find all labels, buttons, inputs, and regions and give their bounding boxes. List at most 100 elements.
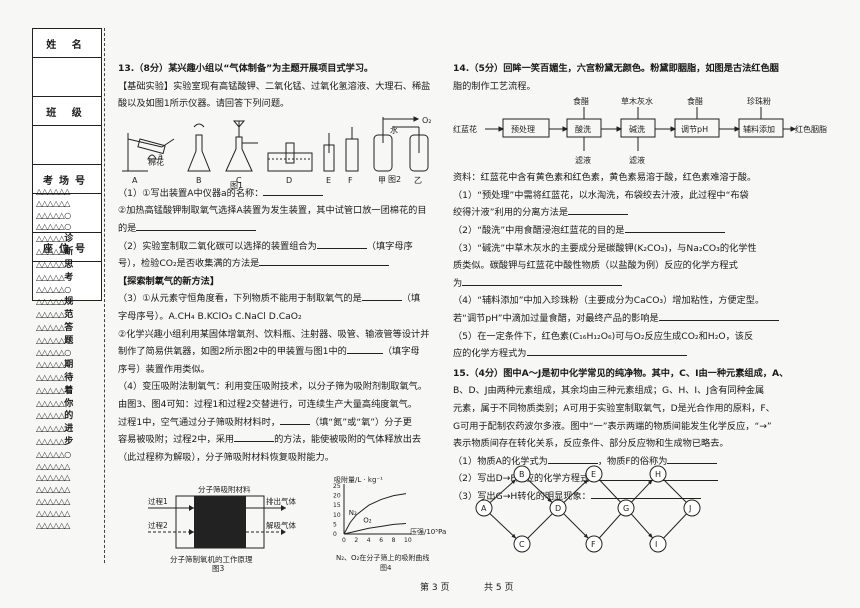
relation-node-label: F (591, 540, 596, 549)
fig3-out2: 解吸气体 (266, 520, 296, 530)
q15-1: （1）物质A的化学式为 (453, 455, 548, 467)
answer-blank[interactable] (667, 462, 718, 464)
answer-blank[interactable] (624, 231, 725, 233)
seal-char: 断 (64, 246, 73, 257)
chart-number: 图4 (380, 564, 392, 572)
seal-line: △△△△△着 (36, 385, 106, 398)
answer-blank[interactable] (280, 423, 311, 425)
seal-char: 期 (64, 360, 73, 371)
relation-node (475, 499, 493, 517)
room-field[interactable]: 考场号 (32, 164, 102, 193)
name-field[interactable]: 姓 名 (32, 28, 102, 57)
seal-triangles: △△△△△ (36, 309, 65, 319)
seal-triangles: △△△△△△ (36, 187, 70, 196)
q13-4e: 容易被吸附；过程2中，采用 (118, 434, 235, 446)
flow-output-1: 滤液 (575, 155, 591, 165)
seal-line: △△△△△期 (36, 359, 106, 372)
q15-1b: ，物质F的俗称为 (597, 455, 668, 467)
answer-blank[interactable] (361, 300, 402, 302)
answer-blank[interactable] (234, 441, 275, 443)
o2-label: O₂ (422, 116, 432, 125)
seal-line: △△△△△答 (36, 322, 106, 335)
answer-blank[interactable] (547, 462, 598, 464)
flow-input-ash: 草木灰水 (621, 96, 653, 106)
seal-triangles: △△△△△ (36, 259, 65, 269)
seal-char: 答 (64, 322, 73, 333)
q13-lead2: 酸以及如图1所示仪器。请回答下列问题。 (118, 98, 290, 110)
seal-char: 着 (64, 385, 73, 396)
seal-line: △△△△△△ (36, 461, 106, 473)
flow-input-vinegar: 食醋 (573, 96, 589, 106)
answer-blank[interactable] (526, 355, 687, 357)
seal-line: △△△△△范 (36, 309, 106, 322)
seal-line: △△△△△题 (36, 335, 106, 348)
label-D: D (286, 176, 292, 185)
q15-t3: 元素，属于不同物质类别；A可用于实验室制取氧气，D是光合作用的原料，F、 (453, 402, 775, 414)
q13-3g: 序号）装置作用类似。 (118, 363, 210, 375)
class-field[interactable]: 班 级 (32, 96, 102, 125)
relation-node-label: B (519, 470, 525, 479)
q14-1b: 绞得汁液”利用的分离方法是 (453, 207, 569, 219)
flow-step-alkali: 碱洗 (629, 124, 645, 134)
relation-node-label: H (655, 470, 661, 479)
water-label: 水 (390, 125, 398, 135)
q13-1c: 的是 (118, 222, 137, 234)
answer-blank[interactable] (316, 247, 367, 249)
seal-line: △△△△△○ (36, 221, 106, 233)
flow-input-vinegar2: 食醋 (687, 96, 703, 106)
room-label: 考场号 (43, 175, 91, 187)
blank-cell (32, 193, 102, 232)
seat-field[interactable]: 座位号 (32, 232, 102, 261)
q13-4: （4）变压吸附法制氧气：利用变压吸附技术，以分子筛为吸附剂制取氧气。 (118, 381, 428, 393)
answer-blank[interactable] (136, 229, 257, 231)
chart-series-label: N₂ (349, 509, 357, 517)
seal-char: 诊 (64, 234, 73, 245)
q14-title: 14.（5分）回眸一笑百媚生，六宫粉黛无颜色。粉黛即胭脂，如图是古法红色胭 (453, 63, 779, 74)
seal-char: 规 (64, 297, 73, 308)
q13-4f: 的方法，能使被吸附的气体释放出去 (274, 434, 422, 446)
seal-triangles: △△△△△△ (36, 461, 70, 471)
seal-line: △△△△△步 (36, 436, 106, 449)
chart-y-tick: 15 (333, 502, 341, 509)
answer-blank[interactable] (462, 284, 623, 286)
seal-char: 思 (64, 259, 73, 270)
answer-blank[interactable] (263, 194, 324, 196)
relation-node-label: I (655, 540, 657, 549)
q13-3c: 字母序号）。A.CH₄ B.KClO₃ C.NaCl D.CaO₂ (118, 310, 302, 322)
relation-arrow (647, 479, 653, 485)
q13-3: （3）①从元素守恒角度看，下列物质不能用于制取氧气的是 (118, 293, 362, 305)
fig3-caption: 分子筛制氧机的工作原理 (170, 554, 253, 564)
chart-series-line (343, 522, 407, 535)
q13-2b: （填字母序 (366, 240, 413, 252)
q13-title: 13.（8分）某兴趣小组以“气体制备”为主题开展项目式学习。 (118, 63, 374, 74)
answer-blank[interactable] (568, 214, 629, 216)
fig3-number: 图3 (212, 564, 224, 572)
chart-y-tick: 5 (333, 521, 337, 528)
label-C: C (236, 176, 242, 185)
seal-line: △△△△△○ (36, 449, 106, 461)
answer-blank[interactable] (259, 265, 390, 267)
seal-triangles: △△△△△ (36, 424, 65, 434)
relation-node (549, 499, 567, 517)
seal-line: △△△△△你 (36, 398, 106, 411)
q13-2: （2）实验室制取二氧化碳可以选择的装置组合为 (118, 240, 317, 252)
label-E: E (326, 176, 331, 185)
answer-blank[interactable] (346, 353, 383, 355)
question-13: 13.（8分）某兴趣小组以“气体制备”为主题开展项目式学习。 【基础实验】实验室… (118, 60, 440, 466)
relation-node-label: G (623, 504, 629, 513)
answer-blank[interactable] (590, 497, 701, 499)
q14-title2: 脂的制作工艺流程。 (453, 80, 536, 92)
q15-t4: G可用于配制农药波尔多液。图中“一”表示两端的物质间能发生化学反应，“→” (453, 420, 772, 432)
chart-series-line (343, 493, 407, 535)
seal-line: △△△△△诊 (36, 233, 106, 246)
q13-1b: ②加热高锰酸钾制取氧气选择A装置为发生装置，其中试管口放一团棉花的目 (118, 205, 427, 217)
seal-triangles: △△△△△○ (36, 222, 71, 232)
seal-triangles: △△△△△ (36, 411, 65, 421)
seal-triangles: △△△△△ (36, 272, 65, 282)
seal-char: 步 (64, 436, 73, 447)
fig1-caption: 图1 (230, 180, 244, 190)
chart-y-tick: 20 (333, 493, 341, 500)
answer-blank[interactable] (658, 319, 779, 321)
flow-start: 红蓝花 (453, 124, 477, 134)
